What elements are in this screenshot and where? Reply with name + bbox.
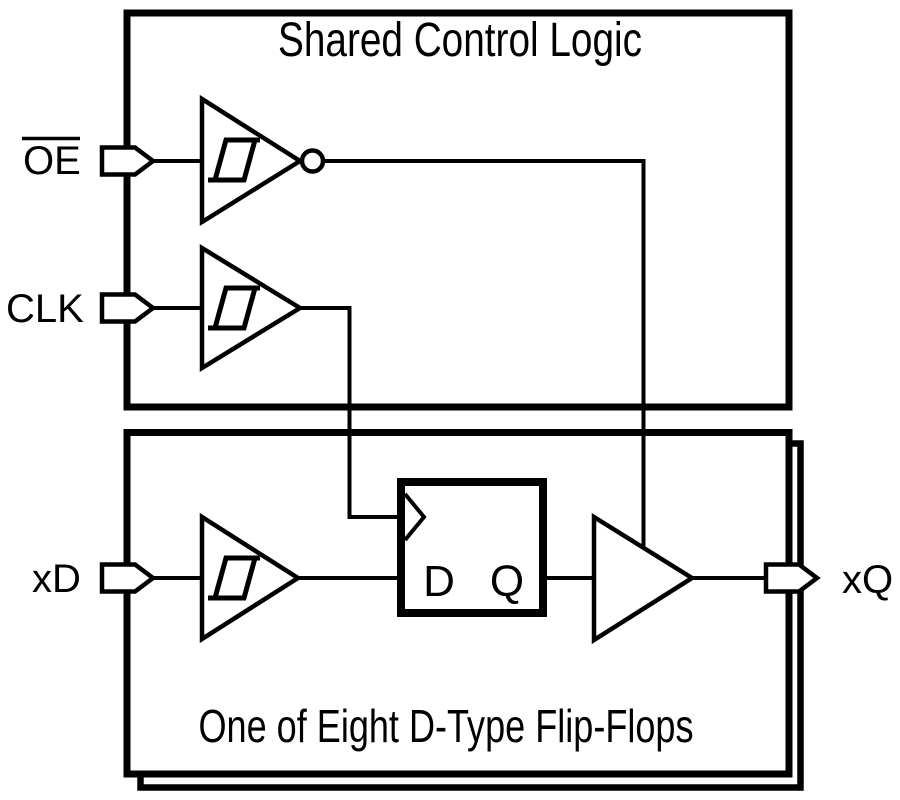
shared-control-logic-box <box>123 9 793 411</box>
clk-label: CLK <box>6 287 84 331</box>
d-flip-flop-box <box>397 478 547 617</box>
xd-label: xD <box>32 557 81 601</box>
q-label: Q <box>490 557 524 606</box>
xd-pin-icon <box>99 562 157 594</box>
hysteresis-icon-clk <box>208 285 260 331</box>
tristate-buffer-icon <box>591 512 697 645</box>
clk-distribution-wire <box>300 306 400 519</box>
d-label: D <box>423 557 455 606</box>
flip-flop-title: One of Eight D-Type Flip-Flops <box>199 700 694 752</box>
clock-edge-triangle-icon <box>403 492 427 542</box>
clk-pin-icon <box>99 292 157 324</box>
oe-label: OE <box>23 139 81 183</box>
flip-flop-stack-back-box <box>137 440 804 791</box>
flip-flop-box <box>123 429 793 778</box>
hysteresis-icon-oe <box>208 137 260 183</box>
shared-control-title: Shared Control Logic <box>278 14 642 67</box>
inversion-bubble-icon <box>299 148 326 174</box>
oe-pin-icon <box>99 145 157 177</box>
oe-enable-wire <box>321 159 646 546</box>
xq-label: xQ <box>842 558 893 602</box>
hysteresis-icon-xd <box>208 555 260 601</box>
xq-pin-icon <box>763 562 821 594</box>
